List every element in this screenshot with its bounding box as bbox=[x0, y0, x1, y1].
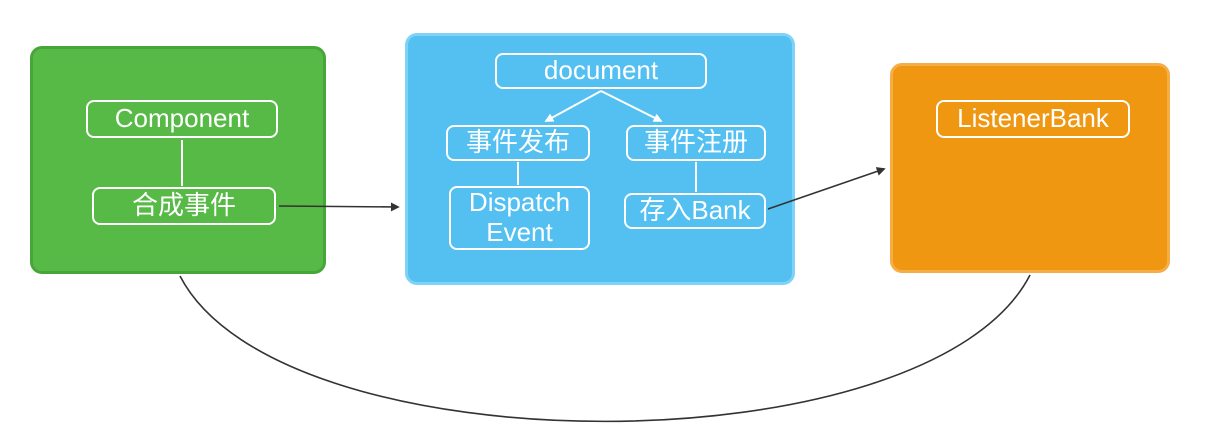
synthetic-event-label: 合成事件 bbox=[92, 187, 276, 225]
feedback-curve bbox=[179, 274, 1031, 423]
store-bank-label: 存入Bank bbox=[624, 193, 766, 229]
dispatch-event-label: Dispatch Event bbox=[449, 186, 590, 250]
event-publish-label: 事件发布 bbox=[446, 125, 590, 161]
listener-box bbox=[890, 63, 1170, 273]
document-label: document bbox=[495, 53, 707, 89]
component-label: Component bbox=[86, 100, 278, 138]
event-register-label: 事件注册 bbox=[626, 125, 766, 161]
component-box bbox=[30, 46, 326, 274]
listener-bank-label: ListenerBank bbox=[936, 100, 1130, 138]
